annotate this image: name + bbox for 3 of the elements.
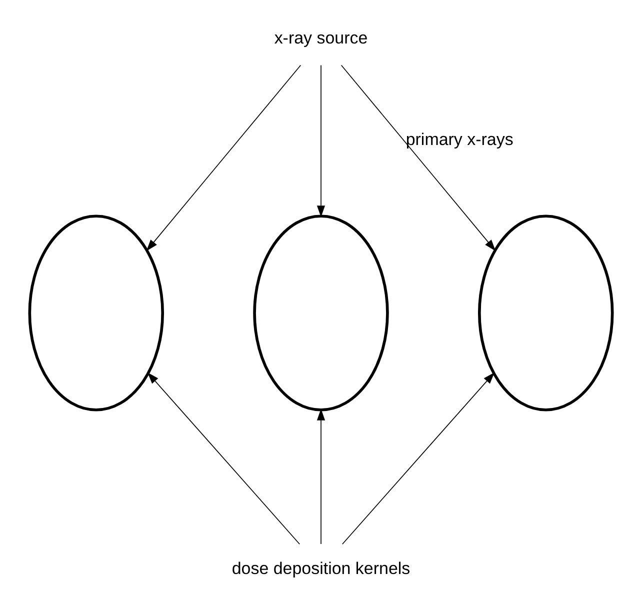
node-text: x-ray source — [274, 28, 368, 48]
node-text: dose deposition kernels — [232, 559, 410, 578]
edge-label: primary x-rays — [406, 130, 514, 149]
